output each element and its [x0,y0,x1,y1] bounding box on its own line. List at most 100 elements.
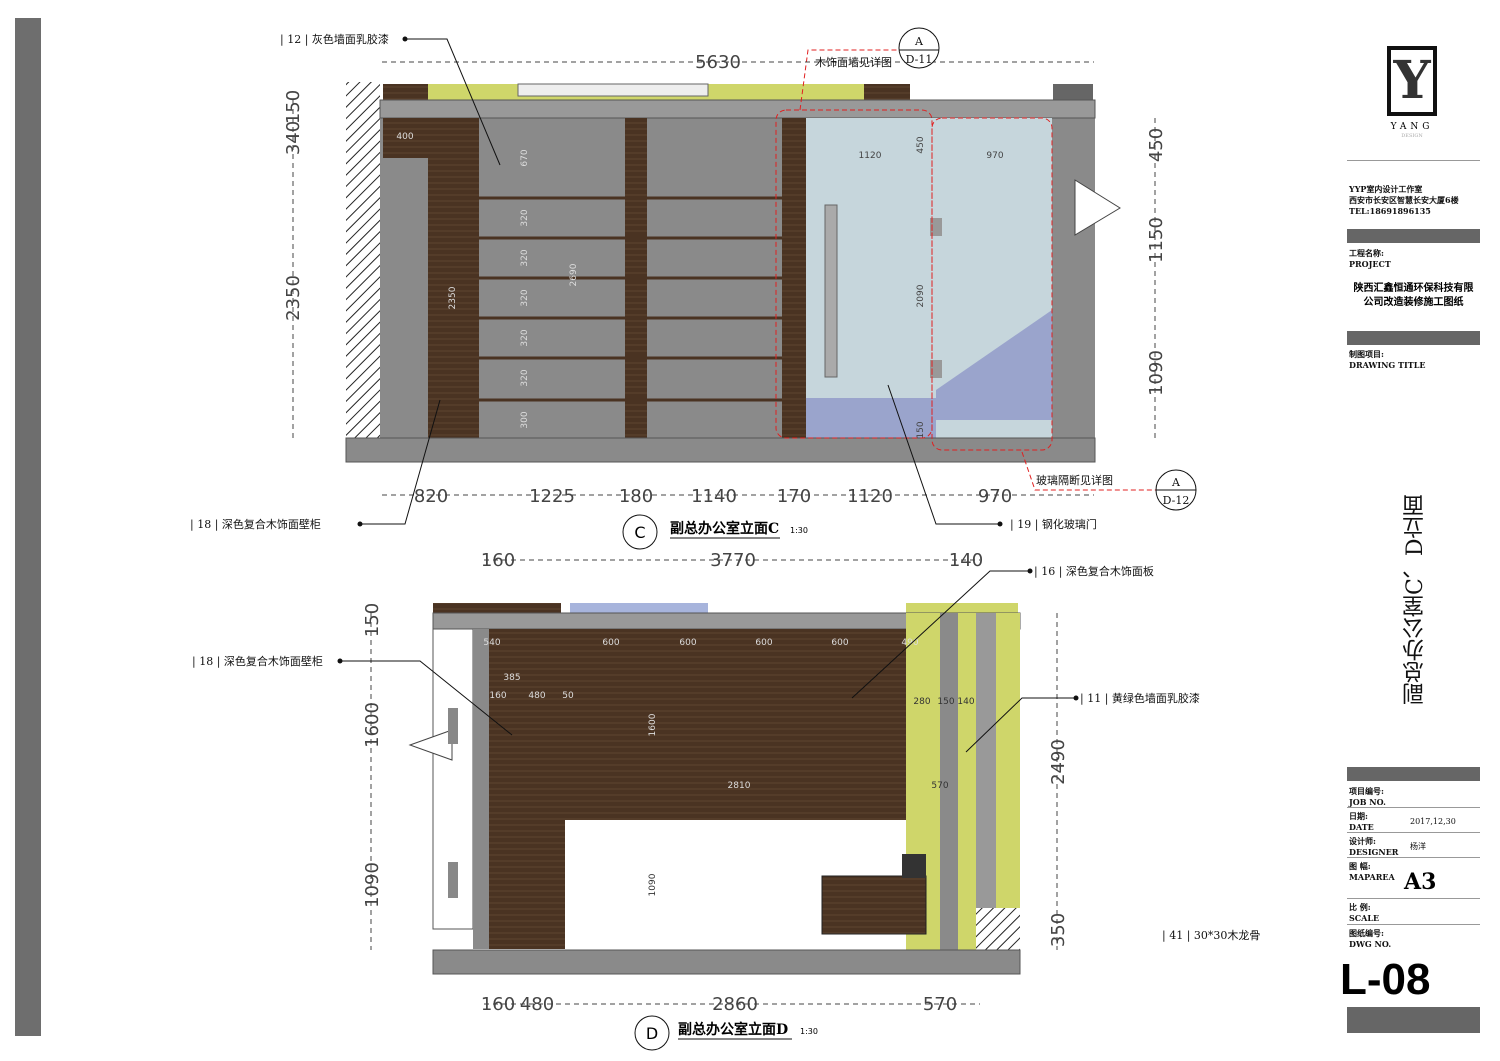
designer-value: 杨洋 [1410,842,1426,851]
floor [432,949,1021,975]
dim-right: 350 [1048,913,1069,947]
dim-bottom: 570 [923,994,957,1015]
callout-12: | 12 | 灰色墙面乳胶漆 [280,32,389,47]
maparea-value: A3 [1404,869,1437,895]
dim-left: 150 [283,90,304,124]
detail-ref-bottom: D-12 [1163,494,1190,507]
left-margin-bar [15,18,41,1036]
inner-dim: 670 [520,149,530,166]
project-name: 陕西汇鑫恒通环保科技有限 [1353,283,1474,294]
inner-dim: 320 [518,0,535,3]
designer-label-en: DESIGNER [1349,847,1399,857]
inner-dim: 320 [520,289,530,306]
floor [345,437,1096,463]
elevation-c: 5630 820 1225 180 1140 170 1120 970 150 … [190,0,1197,550]
inner-dim: 600 [679,638,696,648]
inner-dim: 480 [528,691,545,701]
inner-dim: 450 [916,136,926,153]
job-label: 项目编号: [1349,786,1384,796]
inner-dim: 2090 [916,284,926,307]
inner-dim: 320 [520,209,530,226]
inner-dim: 140 [957,697,974,707]
dim-left: 2350 [283,275,304,321]
dim-left: 1600 [362,702,383,748]
drawing-label: 制图项目: [1349,349,1384,359]
detail-ref-top: A [914,35,924,48]
dim-top: 5630 [695,52,741,73]
callout-19: | 19 | 钢化玻璃门 [1010,517,1097,532]
wood-wall-panel [565,629,906,820]
maparea-label-en: MAPAREA [1349,872,1395,882]
dim-left: 150 [362,603,383,637]
project-label: 工程名称: [1349,248,1384,258]
inner-dim: 385 [503,673,520,683]
dim-top: 3770 [710,550,756,571]
inner-dim: 400 [396,132,413,142]
detail-ref-top: A [1171,476,1181,489]
inner-dim: 320 [520,369,530,386]
dim-left: 340 [283,121,304,155]
dim-right: 450 [1146,128,1167,162]
inner-dim: 160 [489,691,506,701]
inner-dim: 50 [562,691,574,701]
callout-18: | 18 | 深色复合木饰面壁柜 [190,517,321,532]
dim-bottom: 170 [777,486,811,507]
scale-label: 比 例: [1349,902,1371,912]
inner-dim: 600 [755,638,772,648]
dim-top: 140 [949,550,983,571]
studio-tel: TEL:18691896135 [1349,206,1431,216]
dim-top: 160 [481,550,515,571]
wall-hatch [346,82,380,438]
studio-address: 西安市长安区智慧长安大厦6楼 [1349,195,1459,205]
callout-11: | 11 | 黄绿色墙面乳胶漆 [1080,691,1200,706]
inner-dim: 970 [986,151,1003,161]
elevation-scale: 1:30 [790,526,808,535]
project-label-en: PROJECT [1349,259,1391,269]
dim-right: 1150 [1146,217,1167,263]
logo-subtext: DESIGN [1401,133,1423,139]
job-label-en: JOB NO. [1349,797,1386,807]
inner-dim: 540 [483,638,500,648]
dim-bottom: 1225 [529,486,575,507]
designer-label: 设计师: [1349,836,1376,846]
section-marker: C [634,523,645,542]
section-marker: D [646,1024,658,1043]
wood-panel [428,118,479,438]
project-name: 公司改造装修施工图纸 [1363,297,1464,308]
dwg-label-en: DWG NO. [1349,939,1392,949]
dim-right: 1090 [1146,350,1167,396]
studio-name: YYP室内设计工作室 [1349,184,1423,194]
inner-dim: 150 [937,697,954,707]
logo: Y [1387,46,1437,116]
elevation-d: 160 3770 140 160 480 2860 570 150 1600 1… [192,550,1260,1051]
inner-dim: 320 [520,329,530,346]
detail-ref-text: 木饰面墙见详图 [815,55,892,69]
scale-label-en: SCALE [1349,913,1380,923]
maparea-label: 图 幅: [1349,861,1371,871]
sofa [821,875,927,935]
elevation-scale: 1:30 [800,1027,818,1036]
date-label-en: DATE [1349,822,1374,832]
dim-bottom: 1120 [847,486,893,507]
inner-dim: 300 [520,411,530,428]
inner-dim: 320 [520,249,530,266]
inner-dim: 490 [901,638,918,648]
studio-info: YYP室内设计工作室 西安市长安区智慧长安大厦6楼 TEL:1869189613… [1349,184,1459,217]
date-value: 2017,12,30 [1410,817,1456,826]
callout-16: | 16 | 深色复合木饰面板 [1034,564,1154,579]
inner-dim: 2690 [569,263,579,286]
dim-bottom: 970 [978,486,1012,507]
detail-ref-text: 玻璃隔断见详图 [1036,473,1113,487]
inner-dim: 600 [831,638,848,648]
dim-right: 2490 [1048,739,1069,785]
date-label: 日期: [1349,811,1368,821]
inner-dim: 1090 [648,873,658,896]
drawing-label-en: DRAWING TITLE [1349,360,1426,370]
inner-dim: 2810 [728,781,751,791]
dim-bottom: 180 [619,486,653,507]
inner-dim: 2350 [448,286,458,309]
inner-dim: 280 [913,697,930,707]
callout-41: | 41 | 30*30木龙骨 [1162,929,1260,943]
door-handle [824,204,838,378]
dim-bottom: 820 [414,486,448,507]
